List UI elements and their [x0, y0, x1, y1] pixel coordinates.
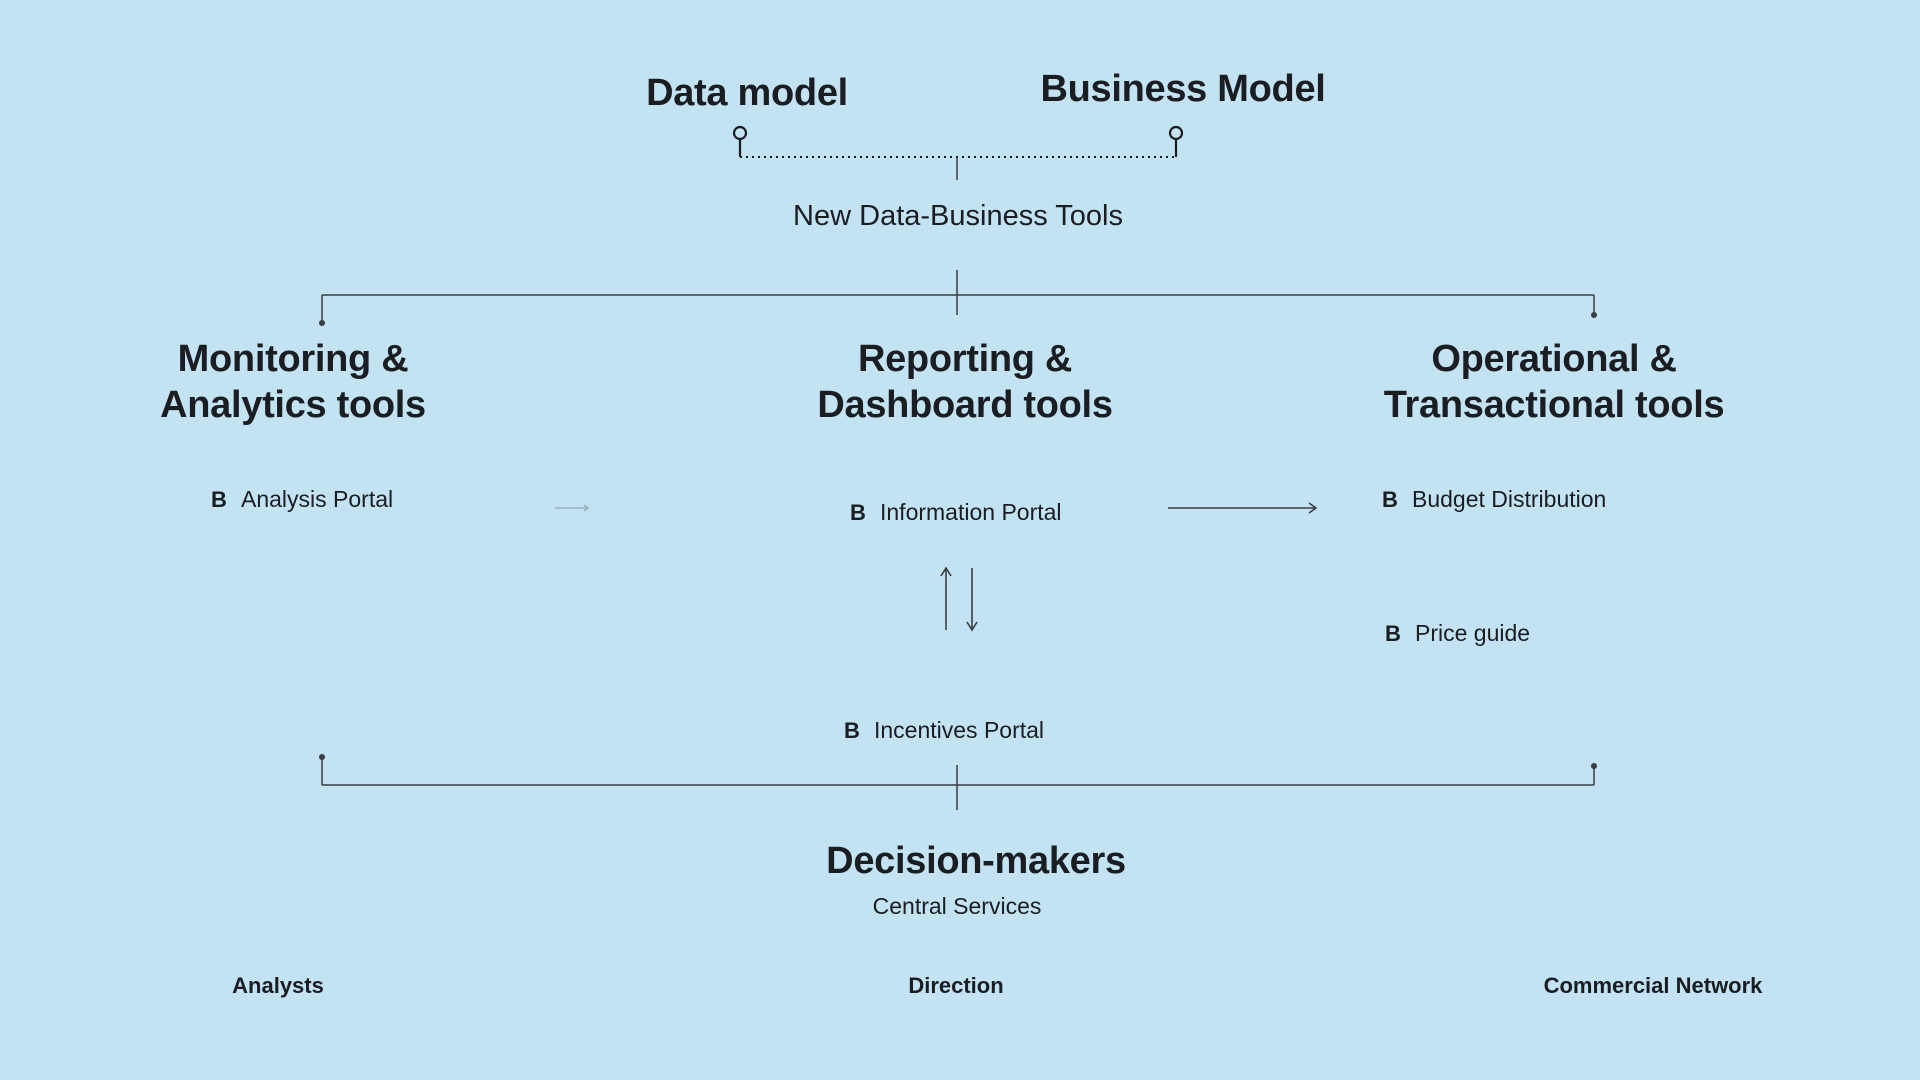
category-line: Operational &	[1431, 338, 1677, 380]
decision-makers-title: Decision-makers	[826, 840, 1126, 882]
decision-bracket	[319, 754, 1597, 810]
business-model-title: Business Model	[1040, 68, 1326, 110]
down-arrow	[966, 568, 978, 632]
tool-label: Price guide	[1415, 620, 1531, 646]
category-line: Analytics tools	[160, 384, 426, 426]
category-line: Monitoring &	[177, 338, 409, 380]
analysis-portal-item: B Analysis Portal	[211, 486, 393, 513]
category-line: Dashboard tools	[817, 384, 1113, 426]
business-model-pin	[1168, 125, 1184, 157]
audience-analysts: Analysts	[232, 973, 324, 998]
tool-label: Budget Distribution	[1412, 486, 1607, 512]
data-model-pin	[732, 125, 748, 157]
audience-commercial-network: Commercial Network	[1543, 973, 1763, 998]
incentives-portal-item: B Incentives Portal	[844, 717, 1044, 744]
b-badge-icon: B	[1382, 486, 1398, 512]
category-line: Transactional tools	[1383, 384, 1725, 426]
audience-direction: Direction	[908, 973, 1004, 998]
info-to-budget-arrow	[1168, 502, 1318, 514]
up-arrow	[940, 566, 952, 630]
price-guide-item: B Price guide	[1385, 620, 1530, 647]
category-reporting-dashboard: Reporting & Dashboard tools	[817, 336, 1113, 428]
new-data-business-tools-label: New Data-Business Tools	[793, 200, 1123, 232]
tool-label: Analysis Portal	[241, 486, 394, 512]
b-badge-icon: B	[844, 717, 860, 743]
b-badge-icon: B	[850, 499, 866, 525]
tool-label: Incentives Portal	[874, 717, 1045, 743]
category-monitoring-analytics: Monitoring & Analytics tools	[160, 336, 426, 428]
b-badge-icon: B	[211, 486, 227, 512]
data-model-title: Data model	[646, 72, 848, 114]
central-services-label: Central Services	[872, 893, 1042, 919]
budget-distribution-item: B Budget Distribution	[1382, 486, 1606, 513]
category-line: Reporting &	[857, 338, 1073, 380]
faint-arrow	[555, 504, 589, 512]
category-bracket	[319, 270, 1597, 326]
b-badge-icon: B	[1385, 620, 1401, 646]
information-portal-item: B Information Portal	[850, 499, 1062, 526]
tool-label: Information Portal	[880, 499, 1062, 525]
category-operational-transactional: Operational & Transactional tools	[1384, 336, 1725, 428]
